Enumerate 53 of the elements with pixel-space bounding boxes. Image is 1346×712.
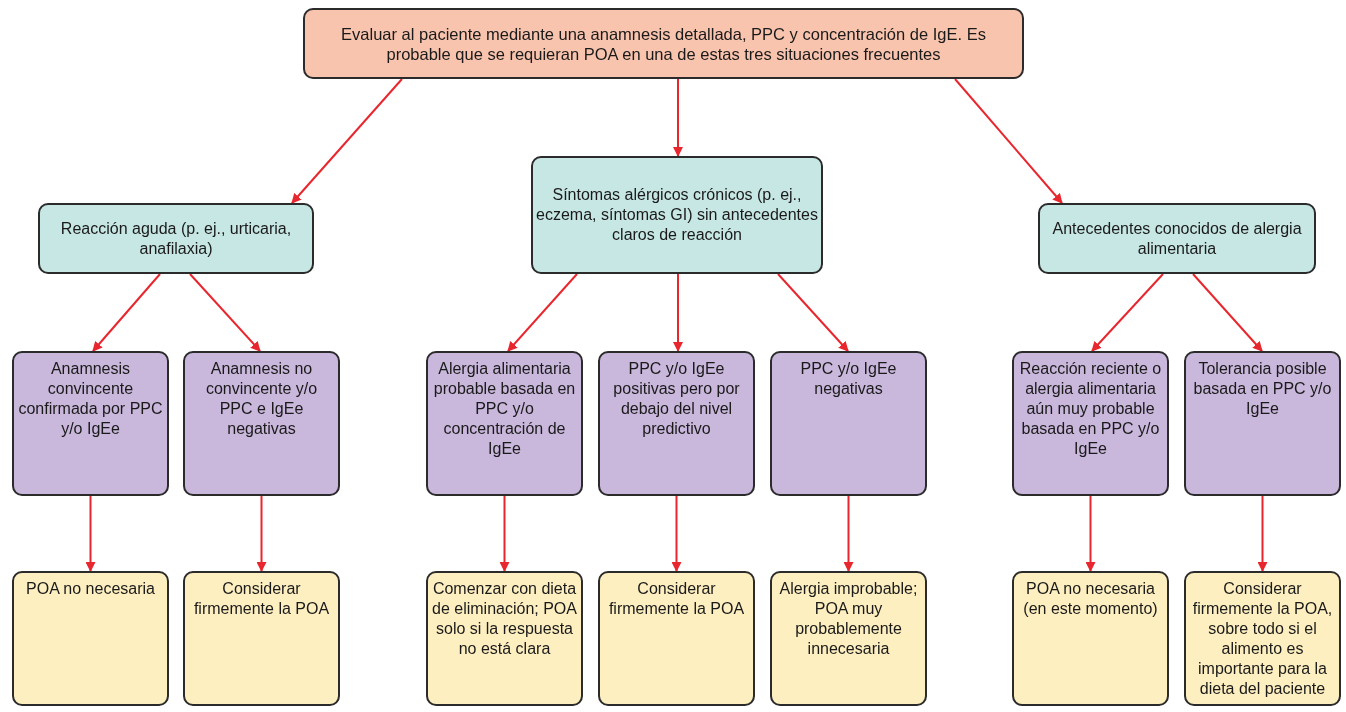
outcome-box bbox=[183, 571, 340, 706]
outcome-box bbox=[426, 571, 583, 706]
box-text: Alergia alimentaria probable basada en PPC y/o concentración de IgEe bbox=[432, 359, 577, 459]
condition-box bbox=[1184, 351, 1341, 496]
arrow bbox=[843, 495, 854, 572]
arrow bbox=[1192, 273, 1263, 352]
box-text: Síntomas alérgicos crónicos (p. ej., eczema, síntomas GI) sin antecedentes claros de reacción bbox=[536, 185, 818, 245]
condition-box bbox=[426, 351, 583, 496]
outcome-box bbox=[1012, 571, 1169, 706]
condition-box bbox=[1012, 351, 1169, 496]
arrow bbox=[954, 78, 1063, 204]
box-text: Reacción aguda (p. ej., urticaria, anafilaxia) bbox=[59, 218, 293, 259]
condition-box bbox=[183, 351, 340, 496]
box-text: Reacción reciente o alergia alimentaria aún muy probable basada en PPC y/o IgEe bbox=[1018, 359, 1163, 459]
box-text: Antecedentes conocidos de alergia alimentaria bbox=[1051, 218, 1303, 259]
box-text: Alergia improbable; POA muy probablemente innecesaria bbox=[778, 579, 919, 659]
category-box bbox=[531, 156, 823, 274]
outcome-box bbox=[1184, 571, 1341, 706]
arrow bbox=[1257, 495, 1268, 572]
condition-box bbox=[598, 351, 755, 496]
outcome-box bbox=[12, 571, 169, 706]
arrow bbox=[673, 78, 683, 157]
arrow bbox=[499, 495, 510, 572]
outcome-box bbox=[598, 571, 755, 706]
box-text: Evaluar al paciente mediante una anamnesis detallada, PPC y concentración de IgE. Es probable que se requieran POA en una de estas tres situaciones frecuentes bbox=[340, 23, 987, 64]
arrow bbox=[1085, 495, 1096, 572]
box-text: PPC y/o IgEe negativas bbox=[799, 359, 898, 399]
arrow bbox=[291, 78, 403, 204]
box-text: Tolerancia posible basada en PPC y/o IgEe bbox=[1192, 359, 1333, 419]
box-text: POA no necesaria bbox=[26, 579, 155, 599]
arrow bbox=[673, 273, 683, 352]
box-text: PPC y/o IgEe positivas pero por debajo del nivel predictivo bbox=[612, 359, 741, 439]
arrow bbox=[777, 273, 849, 352]
category-box bbox=[1038, 203, 1316, 274]
arrow bbox=[92, 273, 161, 352]
condition-box bbox=[12, 351, 169, 496]
box-text: Comenzar con dieta de eliminación; POA solo si la respuesta no está clara bbox=[431, 579, 578, 659]
arrow bbox=[671, 495, 682, 572]
box-text: POA no necesaria (en este momento) bbox=[1022, 579, 1159, 619]
category-box bbox=[38, 203, 314, 274]
box-text: Anamnesis no convincente y/o PPC e IgEe negativas bbox=[204, 359, 319, 439]
box-text: Considerar firmemente la POA, sobre todo si el alimento es importante para la dieta del paciente bbox=[1191, 579, 1334, 699]
outcome-box bbox=[770, 571, 927, 706]
condition-box bbox=[770, 351, 927, 496]
arrow bbox=[256, 495, 267, 572]
box-text: Anamnesis convincente confirmada por PPC y/o IgEe bbox=[17, 359, 164, 439]
arrow bbox=[85, 495, 96, 572]
box-text: Considerar firmemente la POA bbox=[607, 579, 746, 619]
start-box bbox=[303, 8, 1024, 79]
arrow bbox=[1091, 273, 1164, 352]
box-text: Considerar firmemente la POA bbox=[192, 579, 331, 619]
arrow bbox=[189, 273, 261, 352]
arrow bbox=[507, 273, 578, 352]
